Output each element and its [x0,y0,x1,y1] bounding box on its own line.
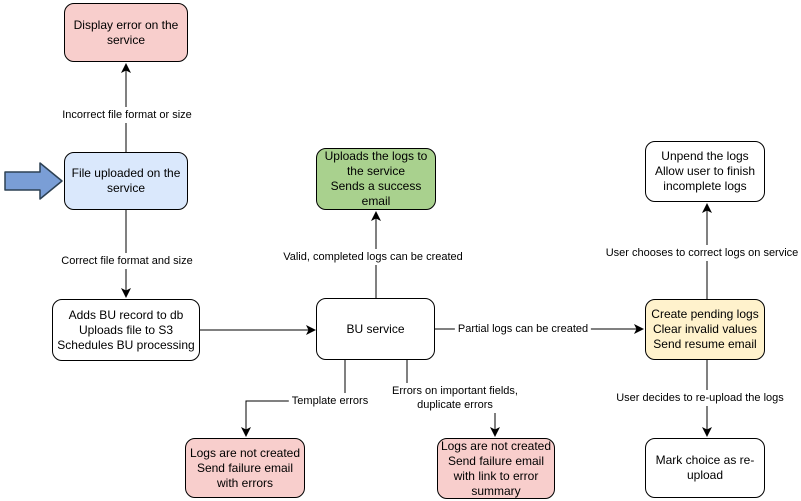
node-logs-not-created-errors: Logs are not created Send failure email … [185,438,305,498]
edge-label-template-errors: Template errors [288,393,372,409]
node-adds-bu-record-label: Adds BU record to db Uploads file to S3 … [57,307,195,352]
node-create-pending-logs-label: Create pending logs Clear invalid values… [651,307,759,351]
node-create-pending-logs: Create pending logs Clear invalid values… [645,299,765,360]
edge-label-user-corrects: User chooses to correct logs on service [602,245,801,261]
node-mark-choice-reupload-label: Mark choice as re- upload [655,453,755,482]
node-bu-service: BU service [316,298,435,360]
edge-label-user-reuploads: User decides to re-upload the logs [613,390,787,406]
edge-label-important-field-errors: Errors on important fields, duplicate er… [389,383,521,413]
entry-arrow-icon [4,162,63,200]
node-mark-choice-reupload: Mark choice as re- upload [645,438,765,498]
edge-label-incorrect-format: Incorrect file format or size [59,107,195,123]
node-file-uploaded-label: File uploaded on the service [71,166,181,195]
node-logs-not-created-errors-label: Logs are not created Send failure email … [189,445,301,490]
node-uploads-logs-label: Uploads the logs to the service Sends a … [324,149,428,208]
node-logs-not-created-summary: Logs are not created Send failure email … [437,438,555,499]
node-bu-service-label: BU service [346,321,405,336]
edge-label-valid-logs: Valid, completed logs can be created [280,249,466,265]
edge-label-partial-logs: Partial logs can be created [454,321,592,337]
node-file-uploaded: File uploaded on the service [64,152,188,210]
edge-label-correct-format: Correct file format and size [58,253,196,269]
node-unpend-logs: Unpend the logs Allow user to finish inc… [645,141,765,202]
node-display-error: Display error on the service [64,3,188,62]
node-uploads-logs: Uploads the logs to the service Sends a … [316,148,436,210]
node-adds-bu-record: Adds BU record to db Uploads file to S3 … [52,299,200,361]
node-unpend-logs-label: Unpend the logs Allow user to finish inc… [654,149,756,193]
node-display-error-label: Display error on the service [73,17,179,47]
node-logs-not-created-summary-label: Logs are not created Send failure email … [440,438,552,498]
